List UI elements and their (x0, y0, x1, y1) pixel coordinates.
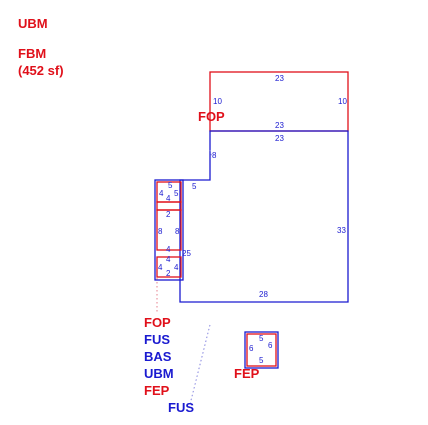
dim-porch-top: 23 (275, 74, 284, 83)
dim-main-left-lower: 25 (182, 249, 191, 258)
dim-notch-top: 5 (192, 182, 197, 191)
dim-main-left-upper: 8 (212, 151, 217, 160)
stack-room-4 (156, 256, 182, 278)
dim-stack-f: 8 (158, 227, 163, 236)
fep-box-blue-outline (244, 331, 279, 369)
label-fop-top: FOP (198, 109, 225, 124)
label-bas-1: BAS (144, 349, 172, 364)
dim-stack-h: 4 (166, 245, 171, 254)
area-label: FBM (18, 46, 46, 61)
dim-fep-top: 5 (259, 334, 264, 343)
dim-main-right: 33 (337, 226, 346, 235)
dim-stack-i: 4 (166, 255, 171, 264)
dim-stack-e: 2 (166, 210, 171, 219)
dim-stack-c: 5 (174, 189, 179, 198)
dim-stack-a: 5 (168, 181, 173, 190)
left-stack-blue-outline (154, 179, 184, 281)
left-room-stack (156, 181, 182, 278)
dim-stack-j: 4 (158, 263, 163, 272)
area-value: (452 sf) (18, 63, 64, 78)
stack-room-3 (156, 209, 182, 251)
fep-box (246, 333, 277, 367)
dim-porch-bottom: 23 (275, 121, 284, 130)
legend-ubm-label: UBM (18, 16, 48, 31)
dim-fep-bottom: 5 (259, 356, 264, 365)
leader-line-top (209, 149, 213, 159)
stack-room-2 (156, 201, 182, 211)
dim-stack-l: 2 (166, 269, 171, 278)
dim-stack-b: 4 (159, 189, 164, 198)
label-fop-bottom: FOP (144, 315, 171, 330)
label-fep-1: FEP (144, 383, 170, 398)
dim-fep-left: 6 (249, 344, 254, 353)
label-ubm-1: UBM (144, 366, 174, 381)
dim-stack-d: 4 (166, 194, 171, 203)
dim-porch-right: 10 (338, 97, 347, 106)
label-fus-2: FUS (168, 400, 194, 415)
dim-fep-right: 6 (268, 341, 273, 350)
main-structure-outline (179, 130, 349, 303)
label-fus-1: FUS (144, 332, 170, 347)
leader-line-fus (187, 324, 211, 413)
dim-stack-k: 4 (174, 263, 179, 272)
dim-stack-g: 8 (175, 227, 180, 236)
dim-porch-left: 10 (213, 97, 222, 106)
dim-main-bottom: 28 (259, 290, 268, 299)
dim-main-top: 23 (275, 134, 284, 143)
label-fep-right: FEP (234, 366, 260, 381)
